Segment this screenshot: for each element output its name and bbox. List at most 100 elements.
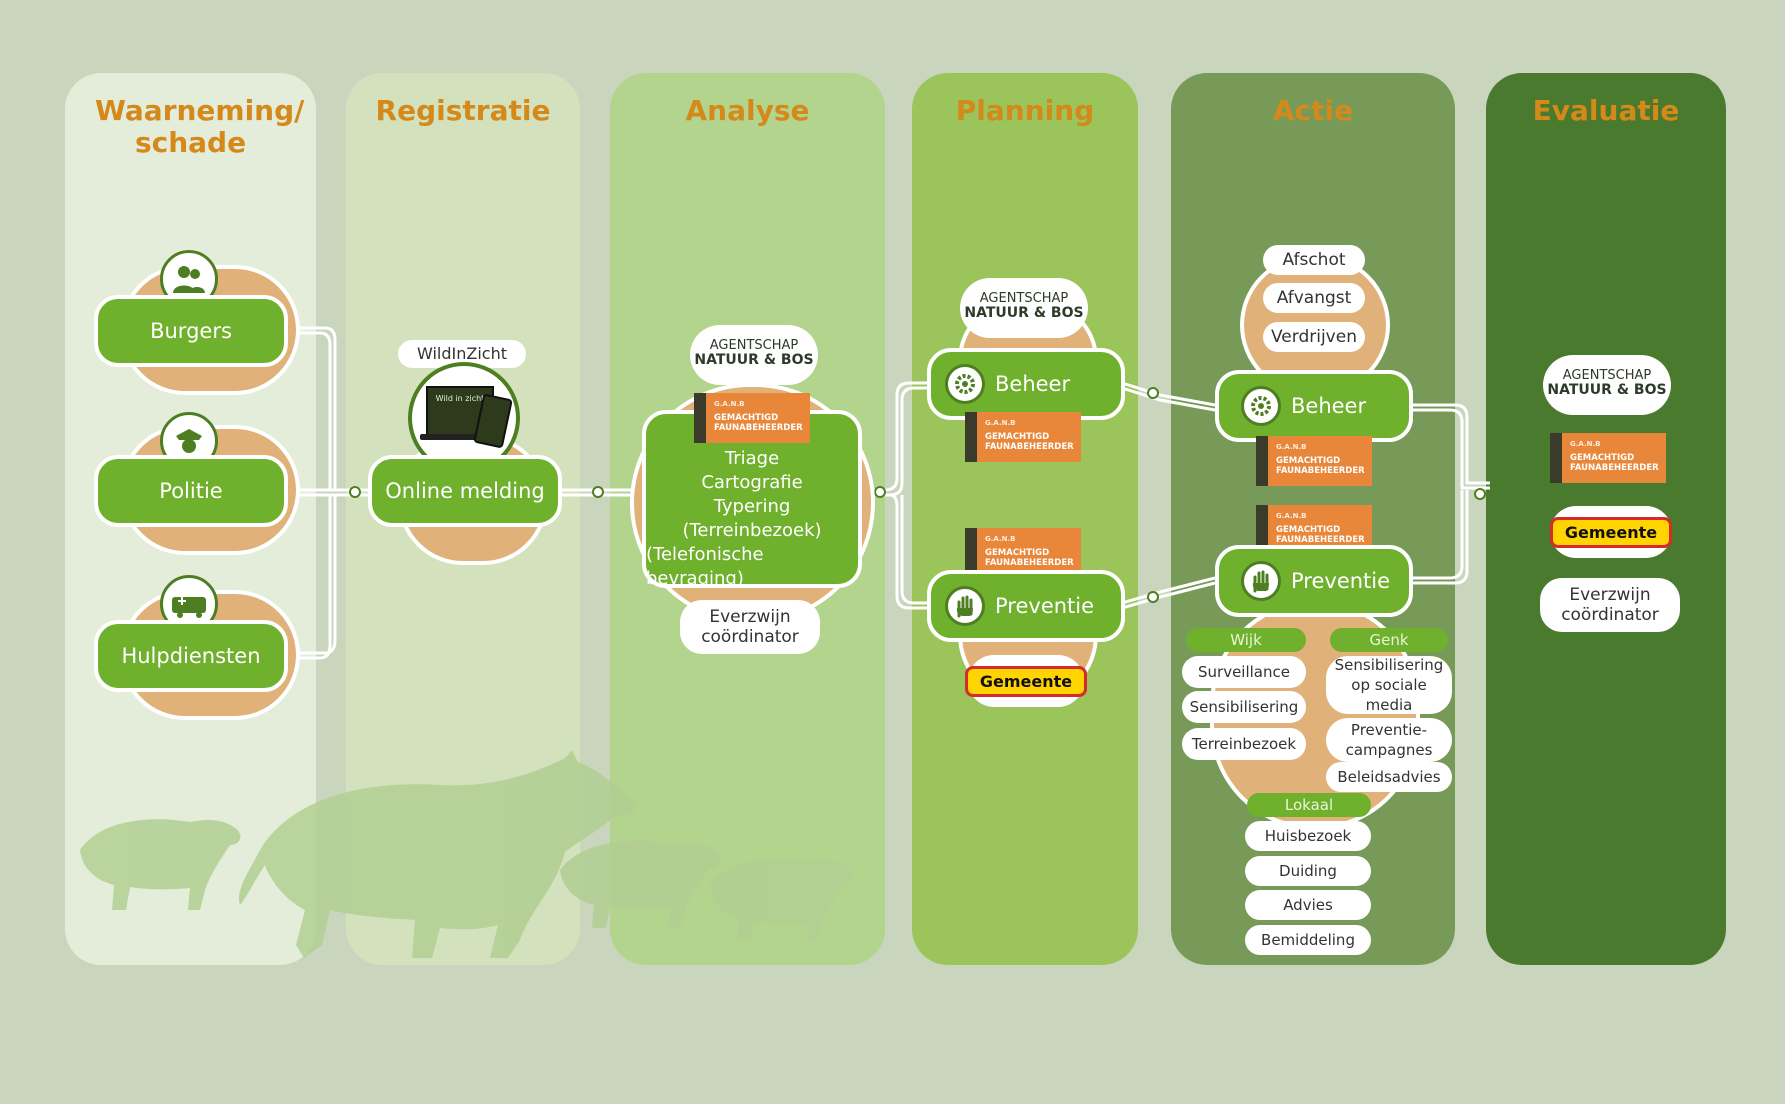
connector-planning-actie <box>1121 381 1216 407</box>
gemeente-badge: Gemeente <box>964 655 1088 707</box>
laptop-screen-text: Wild in zicht <box>435 394 485 403</box>
gf-badge: G.A.N.B GEMACHTIGD FAUNABEHEERDER <box>694 393 810 443</box>
boar-piglet-silhouette <box>710 859 855 940</box>
analyse-line-cartografie: Cartografie <box>701 472 803 493</box>
column-title-analyse: Analyse <box>685 94 810 127</box>
gemeente-badge: Gemeente <box>1549 506 1673 558</box>
gemeente-label: Gemeente <box>964 665 1088 697</box>
genk-label: Genk <box>1330 628 1448 652</box>
gf-badge-logo: G.A.N.B <box>985 535 1016 543</box>
actie-preventie-label: Preventie <box>1291 569 1391 593</box>
gf-badge-line2: FAUNABEHEERDER <box>985 558 1074 568</box>
connector-node <box>1147 591 1159 603</box>
connector-hulpdiensten <box>288 495 332 660</box>
column-title-waarneming: Waarneming/ schade <box>95 94 305 159</box>
planning-preventie-box: Preventie <box>927 570 1125 642</box>
boar-adult-silhouette <box>239 750 637 958</box>
planning-preventie-label: Preventie <box>995 594 1095 618</box>
gf-badge-logo: G.A.N.B <box>1276 512 1307 520</box>
anb-logo-line2: NATUUR & BOS <box>1547 382 1667 398</box>
gemeente-label: Gemeente <box>1549 516 1673 548</box>
gear-icon <box>1241 386 1281 426</box>
analyse-line-terreinbezoek: (Terreinbezoek) <box>682 520 822 541</box>
wijk-item-terreinbezoek: Terreinbezoek <box>1182 728 1306 760</box>
gf-badge-line2: FAUNABEHEERDER <box>1276 535 1365 545</box>
connector-actie-evaluatie <box>1410 490 1464 580</box>
connector-burgers <box>288 326 337 490</box>
analyse-line-telefonische-bevraging: (Telefonische bevraging) <box>646 544 764 589</box>
hand-stop-icon <box>1241 561 1281 601</box>
wild-boar-silhouettes <box>80 750 855 958</box>
actie-beheer-box: Beheer <box>1215 370 1413 442</box>
connector-analyse-planning <box>860 381 930 492</box>
connector-planning-actie <box>1121 386 1216 412</box>
anb-logo: AGENTSCHAP NATUUR & BOS <box>1543 355 1671 415</box>
option-afschot: Afschot <box>1263 245 1365 275</box>
planning-beheer-box: Beheer <box>927 348 1125 420</box>
everzwijn-coordinator-analyse: Everzwijn coördinator <box>680 600 820 654</box>
gf-badge: G.A.N.B GEMACHTIGD FAUNABEHEERDER <box>1550 433 1666 483</box>
gf-badge-line1: GEMACHTIGD <box>1276 525 1341 535</box>
genk-item-beleidsadvies: Beleidsadvies <box>1326 762 1452 792</box>
lokaal-item-huisbezoek: Huisbezoek <box>1245 821 1371 851</box>
lokaal-item-duiding: Duiding <box>1245 856 1371 886</box>
lokaal-item-advies: Advies <box>1245 890 1371 920</box>
connector-analyse-planning <box>889 493 930 610</box>
gf-badge-line2: FAUNABEHEERDER <box>1570 463 1659 473</box>
anb-logo-line1: AGENTSCHAP <box>1562 368 1652 383</box>
analyse-line-triage: Triage <box>724 448 780 469</box>
connector-node <box>349 486 361 498</box>
gf-badge: G.A.N.B GEMACHTIGD FAUNABEHEERDER <box>1256 436 1372 486</box>
anb-logo-line1: AGENTSCHAP <box>709 338 799 353</box>
column-title-registratie: Registratie <box>375 94 551 127</box>
anb-logo: AGENTSCHAP NATUUR & BOS <box>960 278 1088 338</box>
gf-badge-line1: GEMACHTIGD <box>1570 453 1635 463</box>
laptop-base <box>420 434 500 440</box>
column-title-planning: Planning <box>955 94 1095 127</box>
gf-badge-line2: FAUNABEHEERDER <box>985 442 1074 452</box>
gf-badge-logo: G.A.N.B <box>714 400 745 408</box>
gf-badge-logo: G.A.N.B <box>1570 440 1601 448</box>
lokaal-label: Lokaal <box>1247 793 1371 817</box>
connector-actie-evaluatie <box>1410 490 1469 585</box>
column-planning: Planning <box>912 73 1138 965</box>
connector-actie-evaluatie <box>1410 408 1490 490</box>
connector-planning-actie <box>1121 581 1216 610</box>
connector-node <box>592 486 604 498</box>
analyse-line-typering: Typering <box>713 496 791 517</box>
connector-hulpdiensten <box>288 495 337 655</box>
boar-piglet-silhouette <box>80 819 241 910</box>
wijk-item-sensibilisering: Sensibilisering <box>1182 691 1306 723</box>
gear-icon <box>945 364 985 404</box>
gf-badge-line1: GEMACHTIGD <box>985 548 1050 558</box>
gf-badge-line2: FAUNABEHEERDER <box>1276 466 1365 476</box>
connector-node <box>1147 387 1159 399</box>
actie-preventie-box: Preventie <box>1215 545 1413 617</box>
column-title-evaluatie: Evaluatie <box>1532 94 1680 127</box>
hulpdiensten-box: Hulpdiensten <box>94 620 288 692</box>
option-afvangst: Afvangst <box>1263 283 1365 313</box>
anb-logo-line2: NATUUR & BOS <box>964 305 1084 321</box>
burgers-box: Burgers <box>94 295 288 367</box>
anb-logo: AGENTSCHAP NATUUR & BOS <box>690 325 818 385</box>
gf-badge-line2: FAUNABEHEERDER <box>714 423 803 433</box>
genk-item-sensibilisering-sociale-media: Sensibilisering op sociale media <box>1326 656 1452 714</box>
gf-badge: G.A.N.B GEMACHTIGD FAUNABEHEERDER <box>965 528 1081 578</box>
anb-logo-line2: NATUUR & BOS <box>694 352 814 368</box>
anb-logo-line1: AGENTSCHAP <box>979 291 1069 306</box>
connector-actie-evaluatie <box>1410 403 1490 485</box>
gf-badge-line1: GEMACHTIGD <box>985 432 1050 442</box>
connector-analyse-planning <box>900 495 930 605</box>
hand-stop-icon <box>945 586 985 626</box>
gf-badge: G.A.N.B GEMACHTIGD FAUNABEHEERDER <box>965 412 1081 462</box>
connector-burgers <box>288 331 332 490</box>
gf-badge-line1: GEMACHTIGD <box>1276 456 1341 466</box>
connector-analyse-planning <box>860 386 930 497</box>
everzwijn-coordinator-evaluatie: Everzwijn coördinator <box>1540 578 1680 632</box>
wildinzicht-label: WildInZicht <box>398 340 526 368</box>
gf-badge-line1: GEMACHTIGD <box>714 413 779 423</box>
lokaal-item-bemiddeling: Bemiddeling <box>1245 925 1371 955</box>
option-verdrijven: Verdrijven <box>1263 322 1365 352</box>
wijk-item-surveillance: Surveillance <box>1182 656 1306 688</box>
